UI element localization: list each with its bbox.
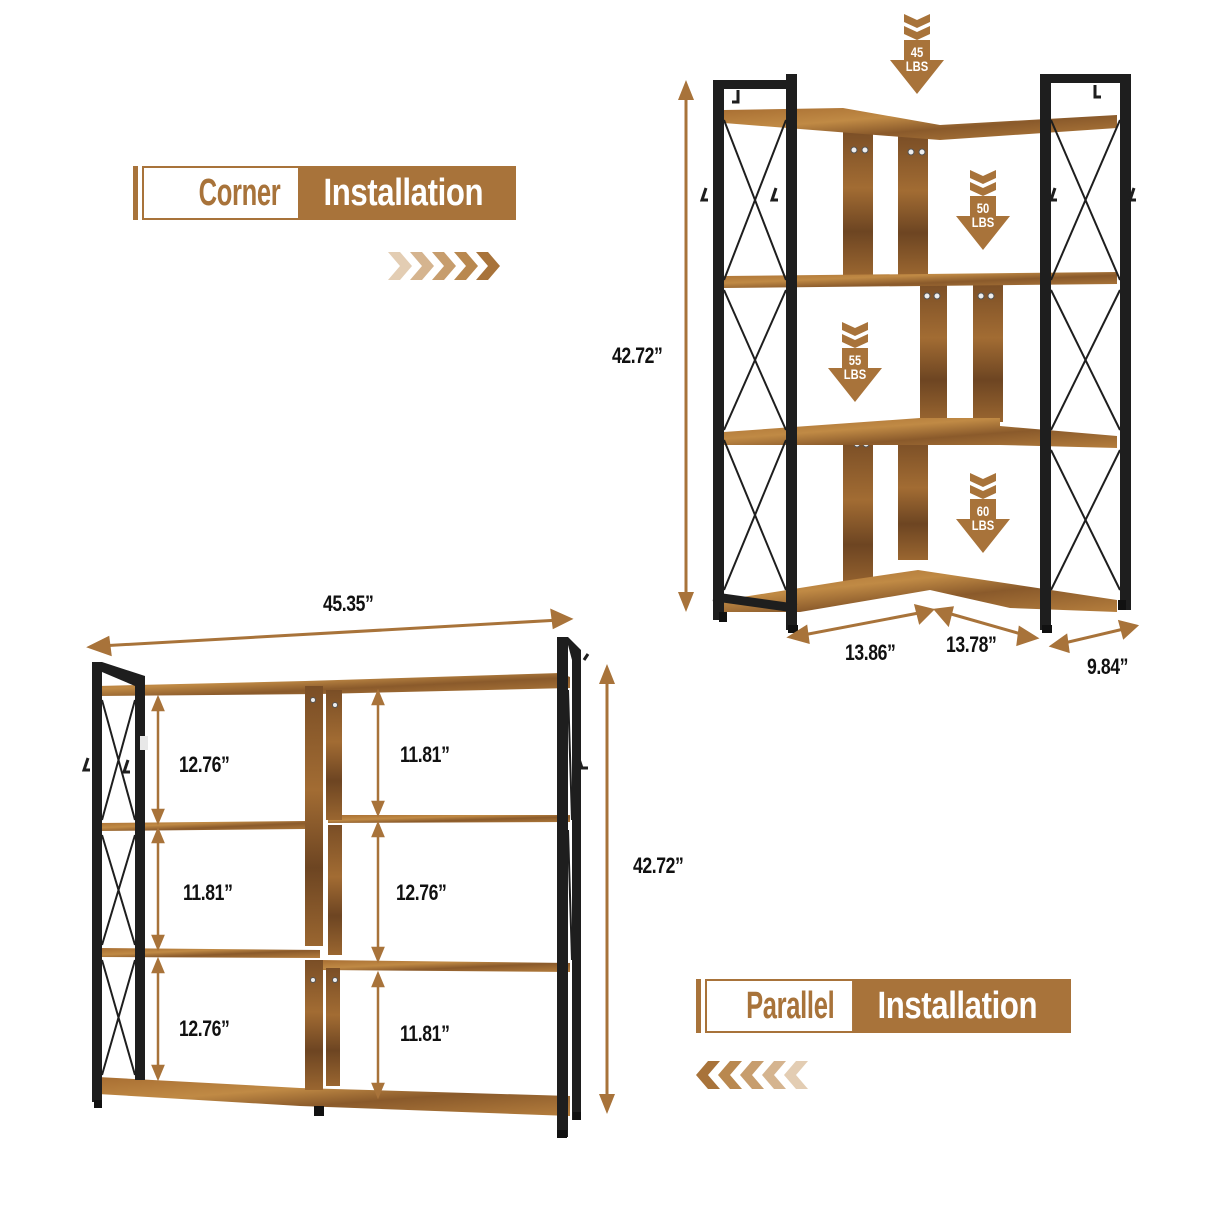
title-tail: Installation (852, 981, 1069, 1031)
title-lead: Parallel (733, 981, 853, 1031)
left-shelf-2-height: 11.81” (183, 880, 233, 905)
right-shelf-2-height: 12.76” (396, 880, 447, 905)
title-accent-bar (696, 979, 701, 1033)
title-box: Corner Installation (142, 166, 517, 220)
left-shelf-1-height: 12.76” (179, 752, 230, 777)
corner-installation-title: Corner Installation (133, 166, 517, 220)
corner-depth-label: 9.84” (1087, 654, 1129, 679)
chevron-left-icon-group (696, 1061, 808, 1089)
corner-width-left-label: 13.86” (845, 640, 896, 665)
right-shelf-3-height: 11.81” (400, 1021, 450, 1046)
right-shelf-1-height: 11.81” (400, 742, 450, 767)
load-arrows (828, 14, 1010, 553)
chevron-right-icon-group (388, 252, 500, 280)
title-accent-bar (133, 166, 138, 220)
corner-height-label: 42.72” (612, 343, 663, 368)
title-lead: Corner (171, 168, 298, 218)
corner-shelf-illustration (678, 14, 1140, 654)
title-box: Parallel Installation (705, 979, 1071, 1033)
title-tail: Installation (297, 168, 515, 218)
parallel-height-label: 42.72” (633, 853, 684, 878)
corner-width-right-label: 13.78” (946, 632, 997, 657)
parallel-total-width-label: 45.35” (323, 591, 374, 616)
parallel-installation-title: Parallel Installation (696, 979, 1071, 1033)
left-shelf-3-height: 12.76” (179, 1016, 230, 1041)
